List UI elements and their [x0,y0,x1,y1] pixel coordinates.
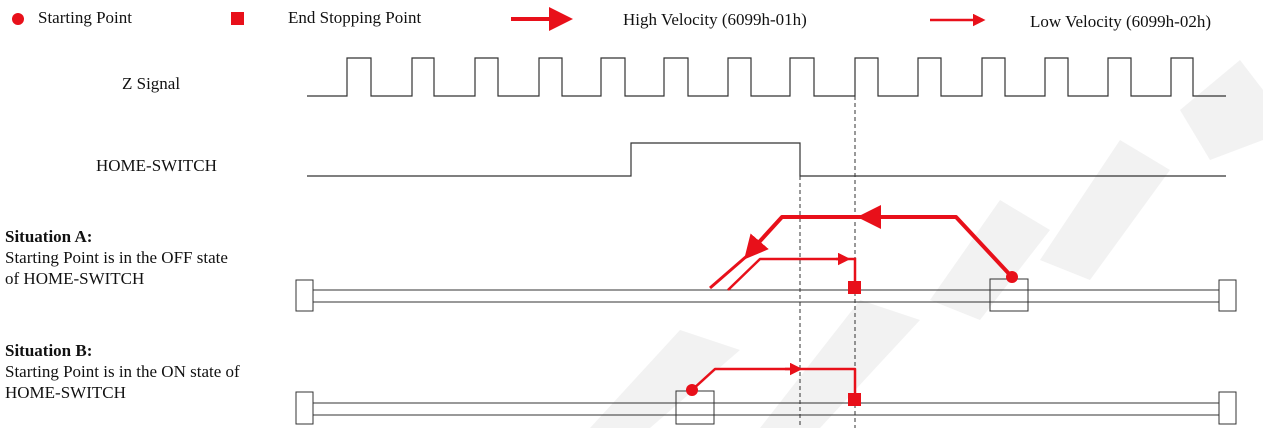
legend-starting-point-label: Starting Point [38,8,132,27]
situation-a-track [295,278,1237,312]
situation-b-description-line1: Starting Point is in the ON state of [5,362,240,381]
situation-b-end-stopping-point [848,393,861,406]
situation-a-motion [709,205,1018,294]
situation-b-description-line2: HOME-SWITCH [5,383,126,402]
situation-a-high-velocity-path [872,215,1014,279]
legend-end-stopping-point-label: End Stopping Point [288,8,422,27]
situation-b-motion [686,362,861,406]
situation-b-starting-point [686,384,698,396]
legend-high-velocity-label: High Velocity (6099h-01h) [623,10,807,29]
legend-low-velocity-label: Low Velocity (6099h-02h) [1030,12,1211,31]
situation-a-low-velocity-path [727,257,845,291]
situation-a-description-line2: of HOME-SWITCH [5,269,145,288]
situation-a-description-line1: Starting Point is in the OFF state [5,248,228,267]
legend-starting-point-icon [12,13,24,25]
situation-b-track [295,390,1237,425]
situation-a-right-limit [1218,279,1237,312]
situation-a-title: Situation A: [5,227,93,246]
situation-a-starting-point [1006,271,1018,283]
z-signal-label: Z Signal [122,74,181,93]
situation-b-left-limit [295,391,314,425]
watermark [590,60,1263,428]
home-switch-label: HOME-SWITCH [96,156,217,175]
situation-b-right-limit [1218,391,1237,425]
home-switch-waveform [307,142,1226,177]
legend-end-stopping-point-icon [231,12,244,25]
situation-a-end-stopping-point [848,281,861,294]
situation-a-left-limit [295,279,314,312]
z-signal-waveform [307,57,1226,97]
situation-b-title: Situation B: [5,341,93,360]
